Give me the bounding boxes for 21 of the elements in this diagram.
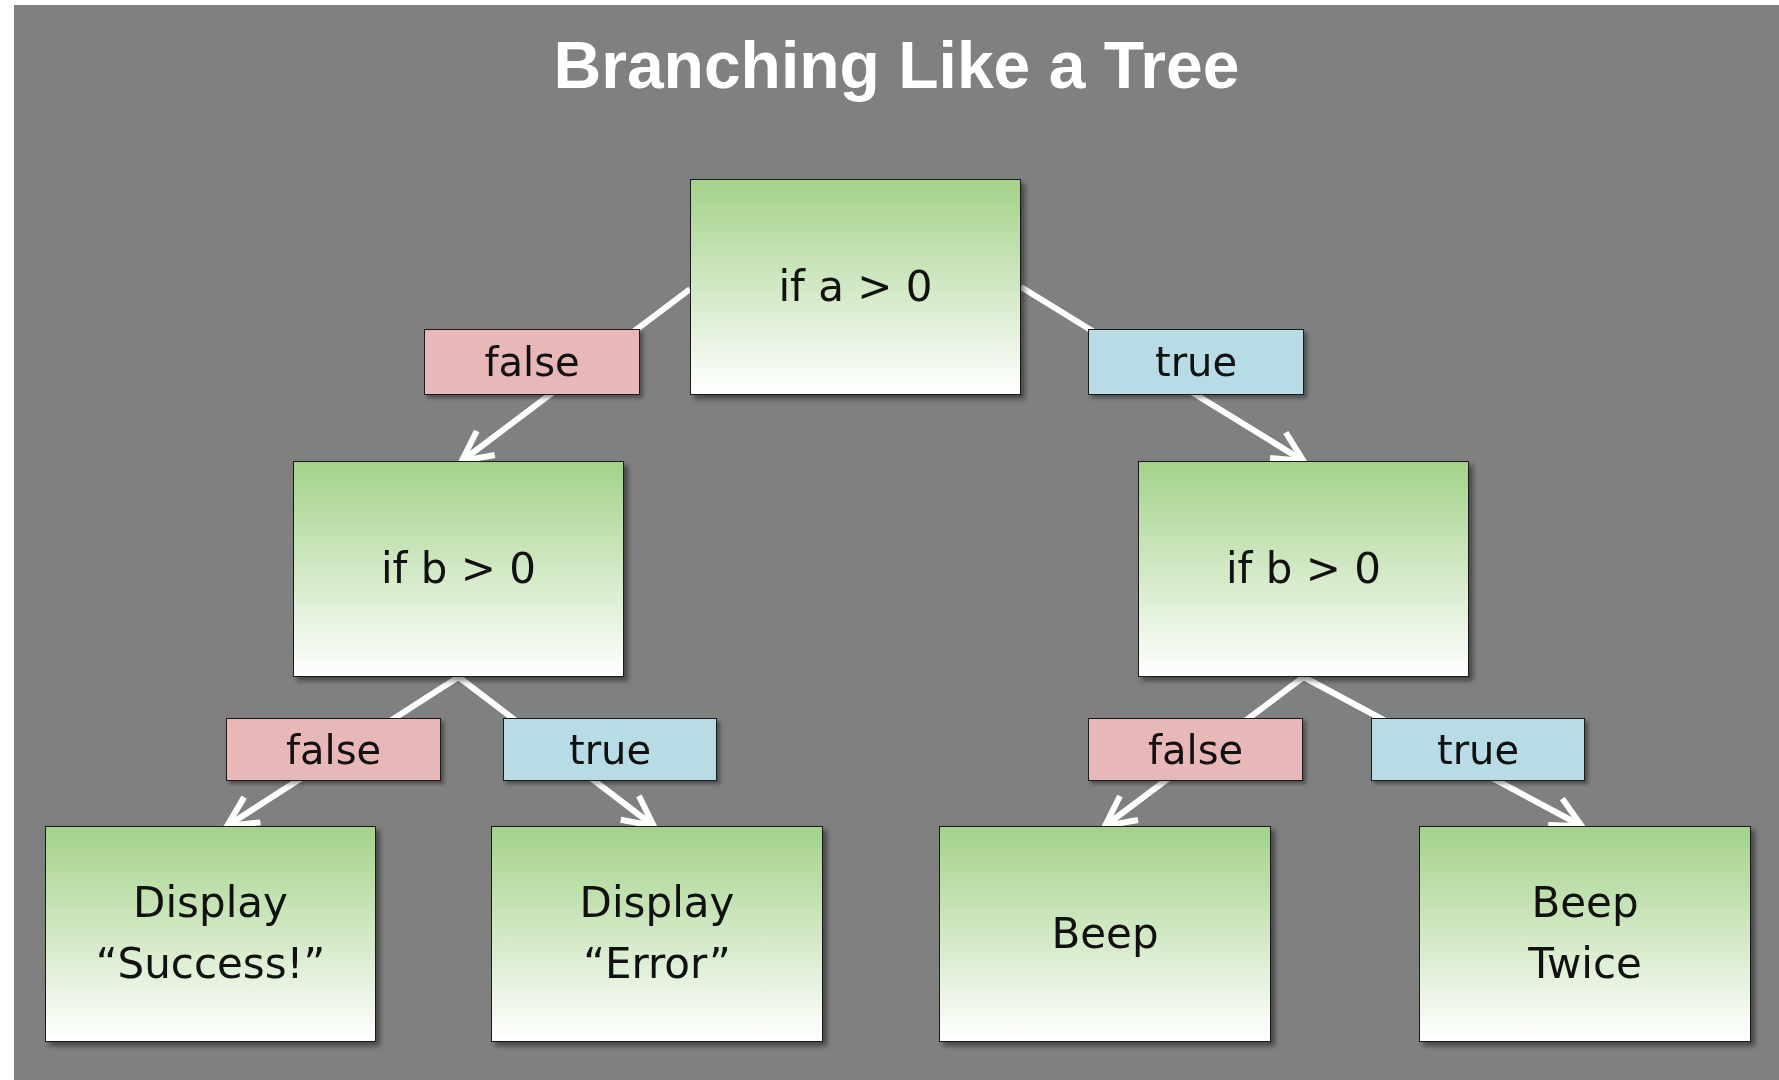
edge-label: true bbox=[1088, 329, 1304, 395]
edge-label: true bbox=[503, 718, 717, 781]
box-text: Beep bbox=[1051, 907, 1159, 960]
decision-box bbox=[1419, 826, 1751, 1042]
edge-label: false bbox=[226, 718, 441, 781]
edge-label: false bbox=[424, 329, 640, 395]
decision-box bbox=[293, 461, 624, 677]
edge-label: true bbox=[1371, 718, 1585, 781]
box-text: Display “Success!” bbox=[95, 877, 326, 990]
decision-box bbox=[1138, 461, 1469, 677]
decision-box bbox=[491, 826, 823, 1042]
box-text: Display “Error” bbox=[579, 877, 735, 990]
box-text: Beep Twice bbox=[1528, 877, 1642, 990]
decision-box bbox=[939, 826, 1271, 1042]
decision-box bbox=[45, 826, 376, 1042]
title: Branching Like a Tree bbox=[553, 29, 1240, 102]
box-text: if b > 0 bbox=[1225, 542, 1382, 595]
box-text: if a > 0 bbox=[778, 260, 933, 313]
decision-box bbox=[690, 179, 1021, 395]
box-text: if b > 0 bbox=[380, 542, 537, 595]
edge-label: false bbox=[1088, 718, 1303, 781]
